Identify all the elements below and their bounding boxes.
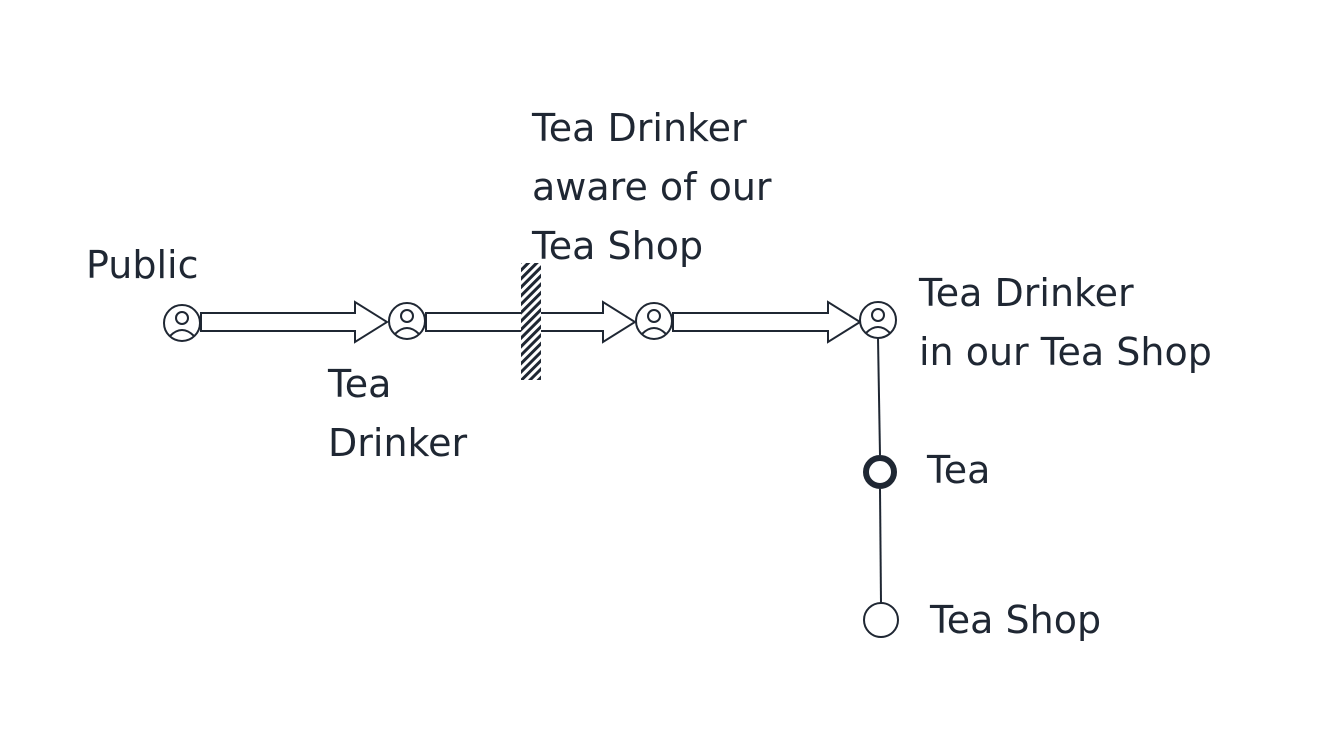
label-line: Drinker — [328, 421, 468, 465]
label-tea-shop: Tea Shop — [930, 598, 1102, 642]
label-in-shop: Tea Drinker in our Tea Shop — [919, 264, 1212, 382]
label-line: in our Tea Shop — [919, 330, 1212, 374]
hatched-barrier — [521, 263, 541, 380]
ring-icon — [863, 602, 899, 638]
label-line: Tea Shop — [532, 224, 704, 268]
bold-ring-icon — [863, 455, 897, 489]
label-tea: Tea — [927, 448, 991, 492]
connector-shop-to-tea — [877, 337, 881, 456]
label-aware: Tea Drinker aware of our Tea Shop — [532, 99, 772, 276]
person-icon — [163, 304, 201, 342]
person-icon — [388, 302, 426, 340]
label-public: Public — [86, 243, 199, 287]
label-line: Tea — [328, 362, 392, 406]
label-line: Tea Drinker — [532, 106, 747, 150]
person-icon — [635, 302, 673, 340]
arrow-public-to-tea-drinker — [200, 300, 389, 344]
label-line: Tea Drinker — [919, 271, 1134, 315]
connector-tea-to-teashop — [879, 488, 882, 604]
person-icon — [859, 301, 897, 339]
arrow-aware-to-in-shop — [672, 300, 862, 344]
label-line: aware of our — [532, 165, 772, 209]
label-tea-drinker: Tea Drinker — [328, 355, 467, 473]
